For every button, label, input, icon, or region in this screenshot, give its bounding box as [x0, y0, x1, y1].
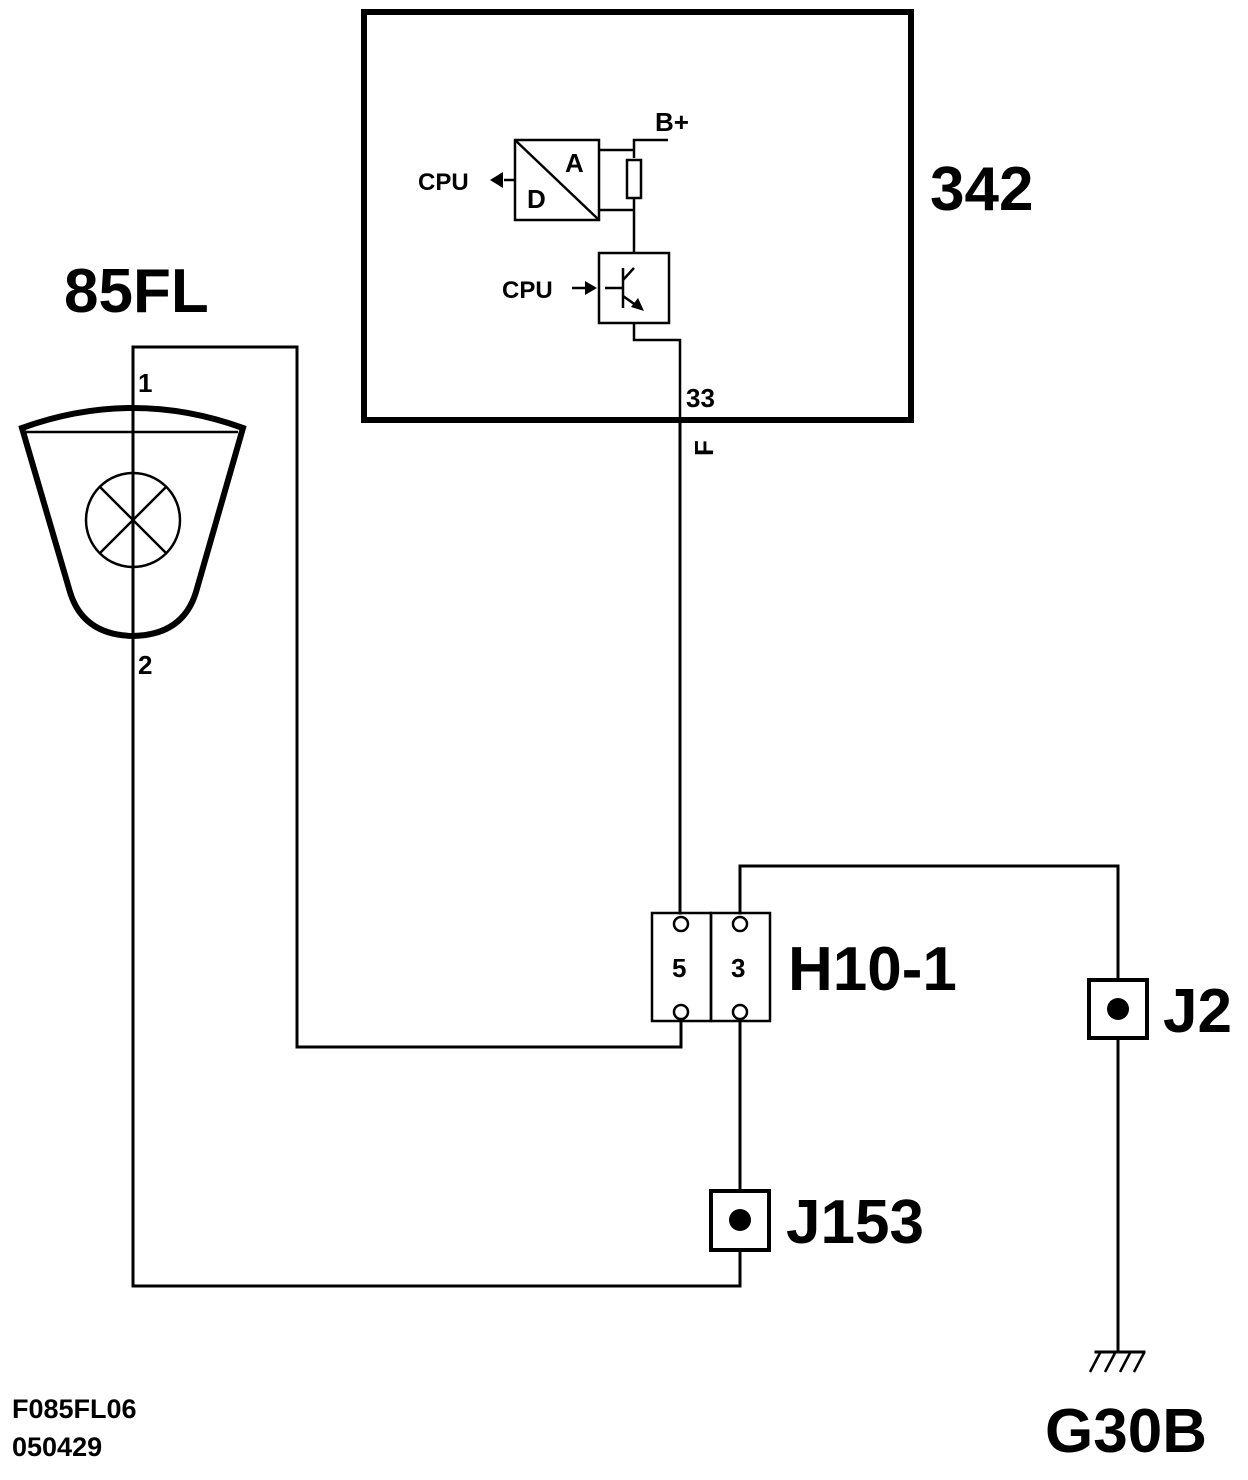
ground-g30b: G30B	[1045, 1350, 1207, 1466]
pin3-top-terminal	[731, 915, 749, 933]
ecu-label: 342	[930, 155, 1033, 224]
pin5-bottom-terminal	[672, 1003, 690, 1021]
connector-h10-1: 5 3 H10-1	[650, 911, 957, 1023]
ecu-output-wire	[632, 323, 682, 420]
cpu-in-arrow-icon	[585, 281, 597, 295]
wire-lamp-pin2-to-j153	[131, 634, 742, 1288]
ecu-pin-code: F	[689, 440, 719, 456]
adc-diagonal	[514, 139, 600, 221]
footer-code: F085FL06	[12, 1394, 137, 1424]
cpu-out-label: CPU	[418, 169, 469, 196]
splice-j153-dot	[729, 1209, 751, 1231]
connector-pin3-label: 3	[731, 953, 745, 983]
supply-label: B+	[655, 107, 689, 137]
supply-wire	[632, 138, 668, 158]
lamp-label: 85FL	[64, 257, 209, 326]
lamp-pin1-label: 1	[138, 368, 152, 398]
adc-a-label: A	[565, 148, 584, 178]
transistor-collector	[622, 267, 635, 281]
wire-lamp-pin1-to-h10-pin5	[131, 345, 683, 1049]
adc-d-label: D	[527, 184, 546, 214]
lamp-pin2-label: 2	[138, 650, 152, 680]
connector-label: H10-1	[788, 935, 957, 1004]
connector-pin5-label: 5	[672, 953, 686, 983]
ground-hatch-4	[1132, 1352, 1146, 1373]
transistor-emitter-arrow-icon	[631, 298, 644, 311]
ground-hatch-2	[1103, 1352, 1117, 1373]
ecu-module: 342 A D CPU B+ CPU 33 F	[361, 9, 1033, 456]
lamp-housing	[18, 405, 247, 640]
lamp-85fl: 85FL 1 2	[18, 257, 247, 680]
splice-j153-label: J153	[786, 1188, 924, 1257]
ecu-housing	[361, 9, 914, 423]
ecu-pin-label: 33	[686, 383, 715, 413]
splice-j2-dot	[1107, 998, 1129, 1020]
splice-j2: J2	[1087, 977, 1232, 1046]
pin3-bottom-terminal	[731, 1003, 749, 1021]
splice-j153: J153	[709, 1188, 924, 1257]
pin5-top-terminal	[672, 915, 690, 933]
ground-label: G30B	[1045, 1397, 1207, 1466]
resistor-symbol	[625, 158, 643, 200]
cpu-out-arrow-icon	[490, 172, 503, 188]
wire-h10-pin3-to-j2	[738, 864, 1120, 982]
splice-j2-label: J2	[1163, 977, 1232, 1046]
connector-pin3-cell	[709, 911, 772, 1023]
ground-hatch-1	[1088, 1352, 1102, 1373]
footer-date: 050429	[12, 1432, 102, 1462]
cpu-in-label: CPU	[502, 277, 553, 304]
ground-hatch-3	[1118, 1352, 1132, 1373]
